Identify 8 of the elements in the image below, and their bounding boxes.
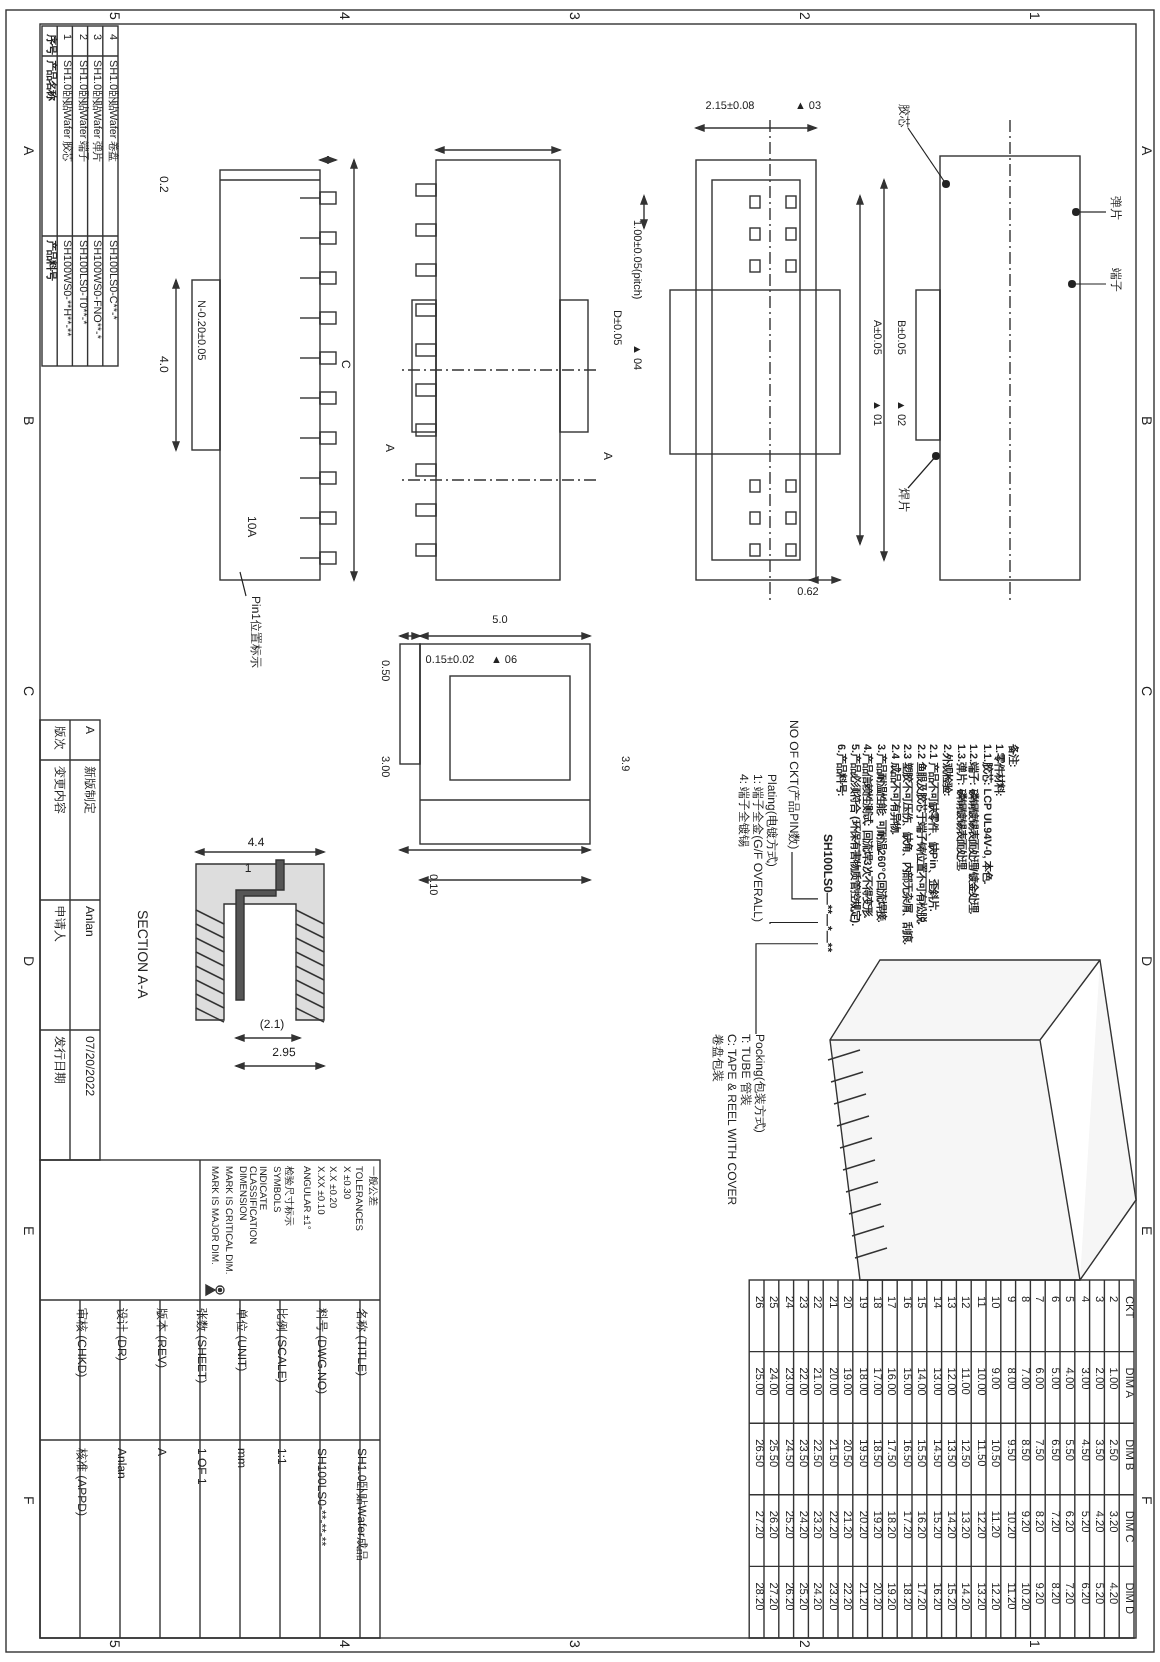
leader-line: [907, 127, 950, 188]
leader-line: [1068, 280, 1107, 288]
bracket-line: [769, 921, 819, 925]
bracket-line: [755, 943, 819, 1035]
bracket-line: [791, 851, 819, 900]
leader-line: [907, 452, 940, 489]
leader-line: [239, 571, 247, 597]
leader-line: [1072, 208, 1107, 216]
